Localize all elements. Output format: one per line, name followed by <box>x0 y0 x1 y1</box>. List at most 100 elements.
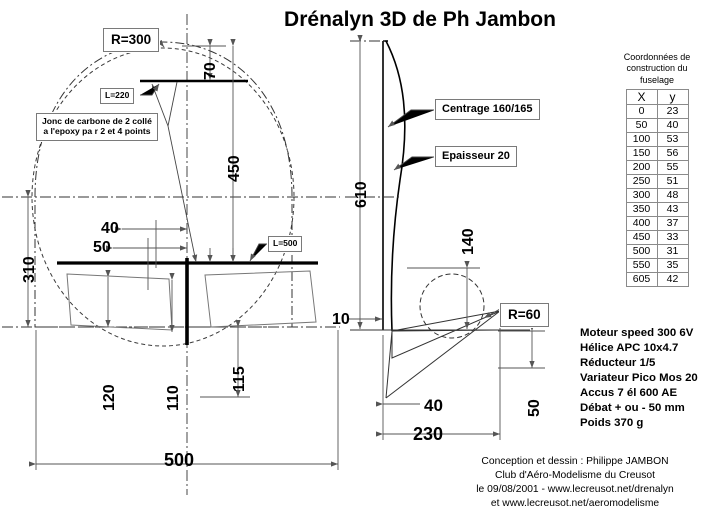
credit-line: Conception et dessin : Philippe JAMBON <box>481 456 669 467</box>
cell-x: 500 <box>625 243 658 259</box>
dimension-label-500: 500 <box>164 450 195 470</box>
tail-fin-lower-edge <box>385 310 501 399</box>
dimension-label-120: 120 <box>101 384 118 411</box>
callout-carbon-rod: Jonc de carbone de 2 collé a l'epoxy pa … <box>36 113 158 141</box>
tail-fin-leading-edge <box>391 310 501 332</box>
coordinates-table-caption: Coordonnées de construction du fuselage <box>596 52 718 86</box>
callout-l500: L=500 <box>268 236 303 252</box>
dimension-50-right <box>498 323 545 369</box>
cell-y: 53 <box>656 131 689 147</box>
tail-fin-strut <box>385 330 393 399</box>
page-title: Drénalyn 3D de Ph Jambon <box>284 8 556 31</box>
callout-centrage: Centrage 160/165 <box>435 99 540 120</box>
spec-line: Moteur speed 300 6V <box>580 327 694 339</box>
spec-line: Hélice APC 10x4.7 <box>580 342 679 355</box>
cell-x: 0 <box>625 103 658 119</box>
l220-leader <box>140 83 160 96</box>
fuselage-silhouette-outline <box>34 41 293 328</box>
cell-x: 605 <box>625 271 658 287</box>
cell-x: 250 <box>625 173 658 189</box>
dimension-label-310: 310 <box>21 256 38 283</box>
dimension-label-450: 450 <box>226 155 243 182</box>
cell-x: 200 <box>625 159 658 175</box>
dimension-label-40-left: 40 <box>101 220 119 237</box>
l500-leader <box>249 243 267 262</box>
construction-circle-r60 <box>419 273 485 339</box>
cell-y: 51 <box>656 173 689 189</box>
dimension-140 <box>407 260 480 329</box>
callout-r60: R=60 <box>500 303 549 327</box>
callout-epaisseur: Epaisseur 20 <box>435 146 517 167</box>
cell-y: 23 <box>656 103 689 119</box>
cell-x: 50 <box>625 117 658 133</box>
front-view-group <box>2 14 340 495</box>
cell-x: 350 <box>625 201 658 217</box>
cell-y: 42 <box>656 271 689 287</box>
caption-line-2: construction du <box>626 63 688 74</box>
column-header-x: X <box>625 88 658 105</box>
dimension-label-70: 70 <box>202 62 219 80</box>
cell-y: 33 <box>656 229 689 245</box>
side-fuselage-profile-curve <box>385 40 406 332</box>
cell-y: 31 <box>656 243 689 259</box>
callout-carbon-rod-line1: Jonc de carbone de 2 collé <box>42 116 152 126</box>
wing-tick-arrows <box>207 248 236 262</box>
dimension-50-left <box>105 238 187 290</box>
dimension-230 <box>375 313 501 440</box>
dimension-label-140: 140 <box>460 228 477 255</box>
dimension-label-115: 115 <box>231 366 248 392</box>
credit-line: le 09/08/2001 - www.lecreusot.net/drenal… <box>476 483 674 495</box>
spec-line: Poids 370 g <box>580 417 644 430</box>
table-header-row: X y <box>625 88 689 105</box>
dimension-label-110: 110 <box>165 385 182 411</box>
credit-line: Club d'Aéro-Modelisme du Creusot <box>495 469 655 481</box>
caption-line-3: fuselage <box>639 74 675 85</box>
cell-y: 55 <box>656 159 689 175</box>
callout-l220: L=220 <box>100 88 135 104</box>
cell-y: 37 <box>656 215 689 231</box>
callout-carbon-rod-line2: a l'epoxy pa r 2 et 4 points <box>43 125 151 136</box>
cell-x: 150 <box>625 145 658 161</box>
dimension-40-left <box>114 220 187 268</box>
side-view-group <box>345 34 545 440</box>
tail-fin-outline <box>391 310 501 359</box>
dimension-label-50-right: 50 <box>526 399 543 417</box>
cell-x: 400 <box>625 215 658 231</box>
cell-y: 48 <box>656 187 689 203</box>
column-header-y: y <box>656 88 689 105</box>
spec-line: Réducteur 1/5 <box>580 357 656 370</box>
caption-line-1: Coordonnées de <box>623 52 691 62</box>
cell-y: 56 <box>656 145 689 161</box>
cell-x: 450 <box>625 229 658 245</box>
spec-line: Variateur Pico Mos 20 <box>580 372 698 385</box>
left-wing-panel <box>66 273 173 331</box>
epaisseur-leader <box>393 156 435 171</box>
r60-leader <box>483 308 501 319</box>
dimension-115 <box>200 319 250 398</box>
cell-y: 35 <box>656 257 689 273</box>
credits-block: Conception et dessin : Philippe JAMBON Cl… <box>430 455 720 511</box>
cell-x: 300 <box>625 187 658 203</box>
spec-line: Accus 7 él 600 AE <box>580 387 678 400</box>
dimension-70 <box>182 38 226 80</box>
dimension-label-230: 230 <box>413 424 444 444</box>
cell-x: 100 <box>625 131 658 147</box>
cell-x: 550 <box>625 257 658 273</box>
cell-y: 40 <box>656 117 689 133</box>
dimension-label-610: 610 <box>353 181 370 208</box>
